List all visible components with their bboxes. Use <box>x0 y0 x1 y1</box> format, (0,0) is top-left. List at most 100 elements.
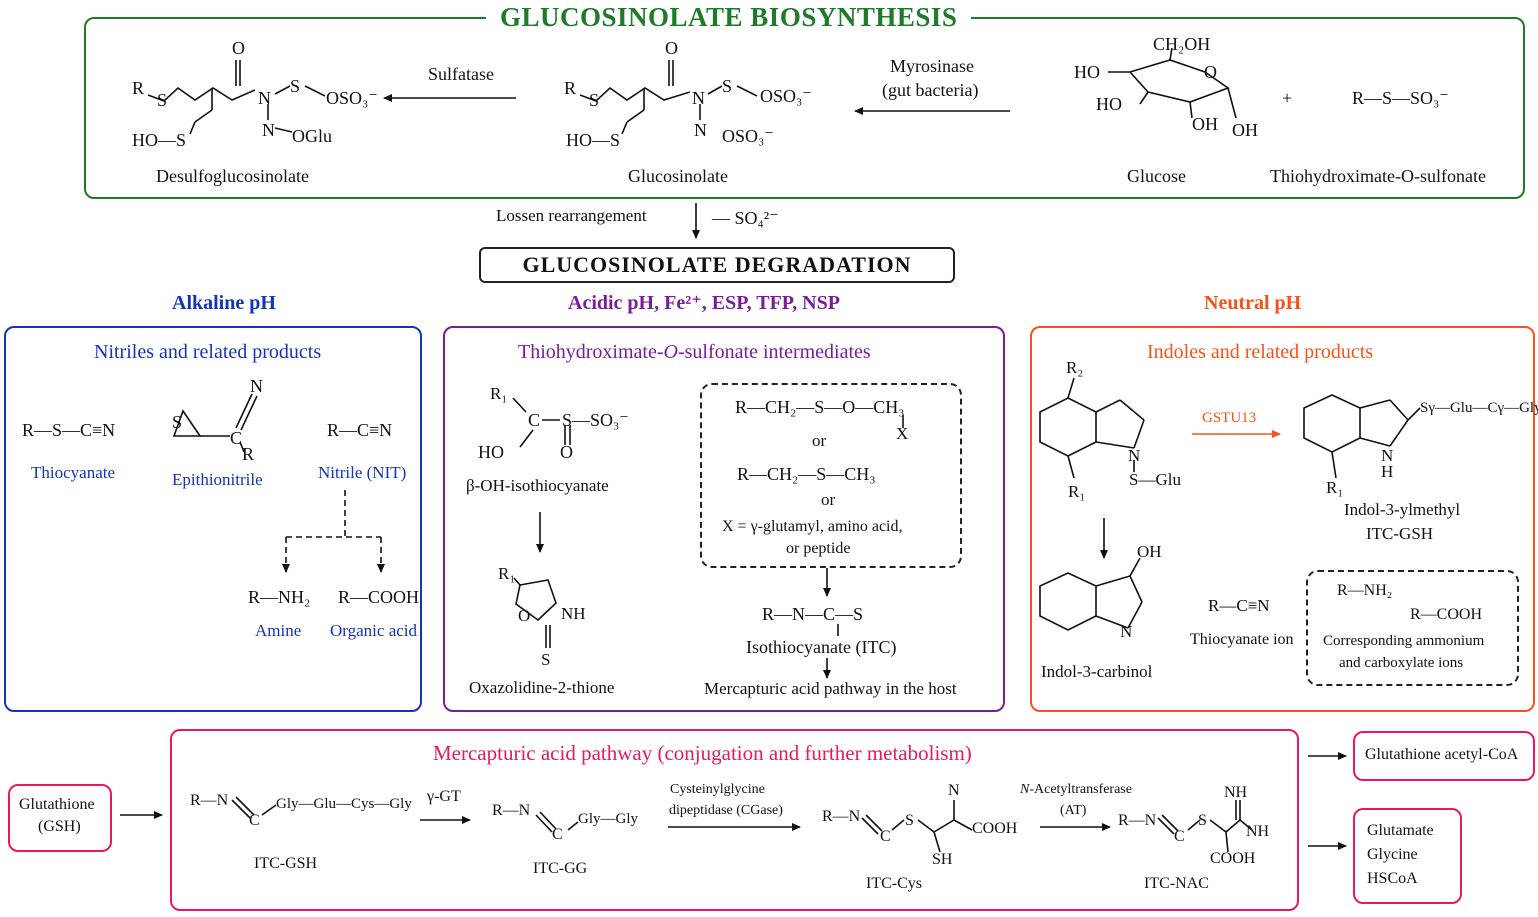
glutathione-box <box>8 784 112 852</box>
indol-itc-n: N <box>1381 446 1394 465</box>
gstu13-label: GSTU13 <box>1202 410 1257 426</box>
carbinol-label: Indol-3-carbinol <box>1041 662 1153 681</box>
thio-label: Thiohydroximate-O-sulfonate <box>1270 166 1486 186</box>
amine-label: Amine <box>255 621 302 640</box>
itc-label: Isothiocyanate (ITC) <box>746 637 897 657</box>
glucose-ho2: HO <box>1096 94 1122 114</box>
epithio-n: N <box>250 376 263 396</box>
thio-formula: R—S—SO₃⁻ <box>1352 88 1449 108</box>
itccys-c: C <box>880 828 891 845</box>
output-2-hscoa: HSCoA <box>1367 870 1418 887</box>
glucose-oh2: OH <box>1232 120 1258 140</box>
thiocyanate-label: Thiocyanate <box>31 463 116 482</box>
glucose-ch2oh: CH₂OH <box>1153 34 1211 54</box>
mercapturic-title: Mercapturic acid pathway (conjugation an… <box>433 741 972 765</box>
desulfo-oso3: OSO₃⁻ <box>326 88 378 108</box>
gluco-n2: N <box>694 120 707 140</box>
itcgsh-c: C <box>249 812 260 829</box>
itcnac-label: ITC-NAC <box>1144 875 1209 892</box>
lossen-label: Lossen rearrangement <box>496 206 647 225</box>
acid-formula: R—COOH <box>338 587 420 607</box>
indole-r2: R₂ <box>1066 358 1084 377</box>
acidic-title-post: -sulfonate intermediates <box>677 341 871 363</box>
carbinol-n: N <box>1120 622 1133 641</box>
itccys-sh: SH <box>932 851 953 868</box>
itccys-rn: R—N <box>822 808 861 825</box>
itcgsh-chain: Gly—Glu—Cys—Gly <box>276 796 412 812</box>
at-label-rest: -Acetyltransferase <box>1029 782 1132 797</box>
cgase-label-1: Cysteinylglycine <box>670 782 765 797</box>
ammonium-formula: R—NH₂ <box>1337 582 1393 599</box>
indol-itc-r1: R₁ <box>1326 478 1344 497</box>
glucose-ho1: HO <box>1074 62 1100 82</box>
output-1-label: Glutathione acetyl-CoA <box>1365 746 1519 763</box>
boh-so3: S—SO₃⁻ <box>562 410 629 430</box>
amine-formula: R—NH₂ <box>248 587 311 607</box>
epithio-r: R <box>242 444 255 464</box>
sulfatase-label: Sulfatase <box>428 64 494 84</box>
myrosinase-label: Myrosinase <box>890 56 974 76</box>
acidic-dashed-box <box>700 383 962 568</box>
glutathione-label-2: (GSH) <box>38 818 81 835</box>
boh-label: β-OH-isothiocyanate <box>466 476 609 495</box>
mercap-host-label: Mercapturic acid pathway in the host <box>704 679 957 698</box>
degradation-title: GLUCOSINOLATE DEGRADATION <box>522 252 912 277</box>
nitrile-label: Nitrile (NIT) <box>318 463 407 482</box>
itcnac-rn: R—N <box>1118 812 1157 829</box>
gluco-s1: S <box>589 90 600 110</box>
neutral-box-title: Indoles and related products <box>1147 341 1374 363</box>
desulfo-n: N <box>258 88 271 108</box>
output-box-1 <box>1353 731 1535 781</box>
int-x-def: X = γ-glutamyl, amino acid, <box>722 518 903 535</box>
glutathione-label-1: Glutathione <box>19 796 95 813</box>
degradation-title-box <box>479 247 955 283</box>
at-label-n: N <box>1020 782 1030 797</box>
int-or2: or <box>821 490 836 509</box>
desulfo-s2: S <box>290 76 301 96</box>
oxaz-s: S <box>541 650 551 669</box>
indole-sglu: S—Glu <box>1129 470 1181 489</box>
itccys-label: ITC-Cys <box>866 875 922 892</box>
nitrile-formula: R—C≡N <box>327 420 393 440</box>
epithionitrile-label: Epithionitrile <box>172 470 263 489</box>
thiocyanate-formula: R—S—C≡N <box>22 420 116 440</box>
itcgg-chain: Gly—Gly <box>578 811 638 827</box>
boh-o: O <box>560 442 573 462</box>
neutral-condition: Neutral pH <box>1204 292 1302 314</box>
thio-ion-label: Thiocyanate ion <box>1190 631 1294 648</box>
carbinol-oh: OH <box>1137 542 1162 561</box>
boh-ho: HO <box>478 442 504 462</box>
itccys-cooh: COOH <box>972 820 1018 837</box>
desulfo-r: R <box>132 78 145 98</box>
desulfo-label: Desulfoglucosinolate <box>156 166 309 186</box>
at-label-1: N-Acetyltransferase <box>1020 782 1132 798</box>
epithio-c: C <box>230 428 243 448</box>
desulfo-o: O <box>232 38 245 58</box>
itcgsh-label: ITC-GSH <box>254 855 318 872</box>
itccys-n: N <box>948 782 960 799</box>
acidic-title-o: O <box>663 341 678 363</box>
thio-ion-formula: R—C≡N <box>1208 596 1270 615</box>
acidic-title-pre: Thiohydroximate- <box>518 341 664 363</box>
output-box-2 <box>1353 808 1462 904</box>
gluco-label: Glucosinolate <box>628 166 728 186</box>
ggt-label: γ-GT <box>427 788 461 805</box>
desulfo-oglu: OGlu <box>292 126 332 146</box>
gluco-s2: S <box>722 76 733 96</box>
indol-itc-h: H <box>1381 462 1394 481</box>
gsh-chain: Sγ—Glu—Cγ—Gly <box>1420 400 1538 416</box>
acidic-box-title: Thiohydroximate-O-sulfonate intermediate… <box>518 341 871 364</box>
corr-label-1: Corresponding ammonium <box>1323 633 1485 649</box>
glucose-label: Glucose <box>1127 166 1186 186</box>
oxaz-r1: R₁ <box>498 564 516 583</box>
indol-itc-label1: Indol-3-ylmethyl <box>1344 500 1461 519</box>
int-or1: or <box>812 431 827 450</box>
biosynthesis-title: GLUCOSINOLATE BIOSYNTHESIS <box>486 2 972 33</box>
itccys-s: S <box>905 812 914 829</box>
alkaline-condition: Alkaline pH <box>172 292 276 314</box>
output-2-glycine: Glycine <box>1367 846 1418 863</box>
itcgg-label: ITC-GG <box>533 860 588 877</box>
alkaline-box-title: Nitriles and related products <box>94 341 322 363</box>
desulfo-n2: N <box>262 120 275 140</box>
alkaline-box <box>4 326 422 712</box>
